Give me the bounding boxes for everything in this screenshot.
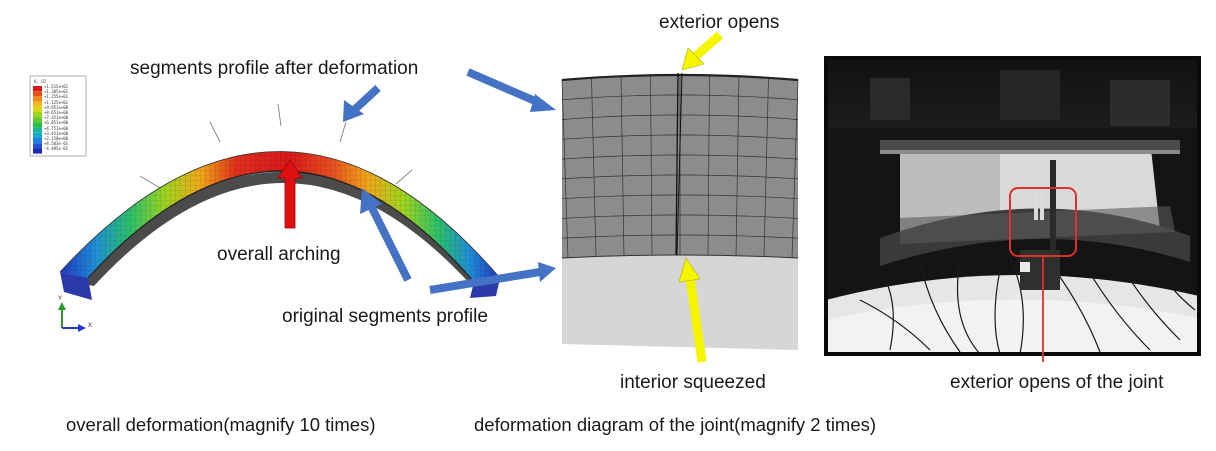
legend-title: U, U2 [34, 79, 47, 84]
exterior-opens-arrow [681, 31, 723, 71]
legend-swatch [33, 148, 42, 154]
axis-triad [58, 302, 86, 332]
mesh-row-line [561, 174, 799, 180]
legend-value: +1.125e+01 [44, 99, 69, 105]
legend-swatch [33, 132, 42, 138]
mesh-column-line [650, 75, 653, 256]
legend-value: +8.503e-01 [44, 141, 69, 147]
test-photograph [824, 56, 1201, 356]
axis-x-label: X [88, 323, 93, 329]
legend-value: +2.150e+00 [44, 136, 69, 141]
after-deformation-arrow-2 [466, 68, 556, 112]
mesh-column-line [735, 76, 740, 256]
after-deformation-arrow [343, 85, 381, 122]
legend-value: +1.385e+01 [44, 89, 69, 95]
overall-arching-arrow [277, 159, 303, 229]
joint-highlight-box [1009, 187, 1077, 362]
legend-swatch [33, 96, 42, 102]
legend-value: -4.495e-01 [44, 146, 69, 152]
legend-value: +9.951e+00 [44, 104, 69, 110]
deformed-arch [59, 103, 501, 300]
legend-value: +8.651e+00 [44, 110, 69, 115]
mesh-row-line [561, 214, 799, 219]
legend-color-bar [33, 86, 42, 154]
legend-swatch [33, 86, 42, 92]
label-original-profile: original segments profile [282, 306, 488, 327]
original-profile-arrow-2 [429, 262, 556, 294]
label-overall-arching: overall arching [217, 244, 341, 265]
mesh-row-line [561, 234, 799, 239]
axis-y-label: Y [58, 296, 63, 302]
mesh-column-line [591, 77, 597, 257]
mesh-column-line [707, 75, 710, 256]
legend-swatch [33, 117, 42, 123]
mesh-column-line [561, 79, 569, 258]
legend-swatch [33, 138, 42, 144]
legend-box [29, 75, 87, 157]
mesh-column-line [620, 76, 625, 256]
caption-joint-deformation: deformation diagram of the joint(magnify… [474, 414, 877, 435]
legend-swatch [33, 101, 42, 107]
interior-squeezed-arrow [678, 257, 707, 363]
legend-swatch [33, 127, 42, 133]
mesh-column-line [791, 79, 799, 258]
label-interior-squeezed: interior squeezed [620, 372, 766, 393]
legend-value: +6.051e+00 [44, 120, 69, 126]
label-exterior-opens: exterior opens [659, 12, 780, 33]
mesh-row-line [561, 194, 799, 200]
legend-value: +3.451e+00 [44, 130, 69, 136]
caption-overall-deformation: overall deformation(magnify 10 times) [66, 414, 376, 435]
label-after-deformation: segments profile after deformation [130, 58, 419, 79]
mesh-column-line [763, 77, 769, 257]
legend-value: +1.515e+01 [44, 84, 69, 89]
legend-swatch [33, 91, 42, 97]
mesh-row-line [561, 114, 799, 120]
joint-mesh [561, 72, 799, 350]
legend-swatch [33, 106, 42, 112]
original-profile-arrow-1 [360, 188, 412, 282]
label-exterior-opens-joint: exterior opens of the joint [950, 372, 1164, 393]
legend-swatch [33, 112, 42, 118]
legend-swatch [33, 122, 42, 128]
legend-value: +1.255e+01 [44, 94, 69, 100]
mesh-row-line [561, 94, 799, 101]
legend-value: +4.751e+00 [44, 125, 69, 131]
legend-swatch [33, 143, 42, 149]
legend-value: +7.351e+00 [44, 115, 69, 121]
